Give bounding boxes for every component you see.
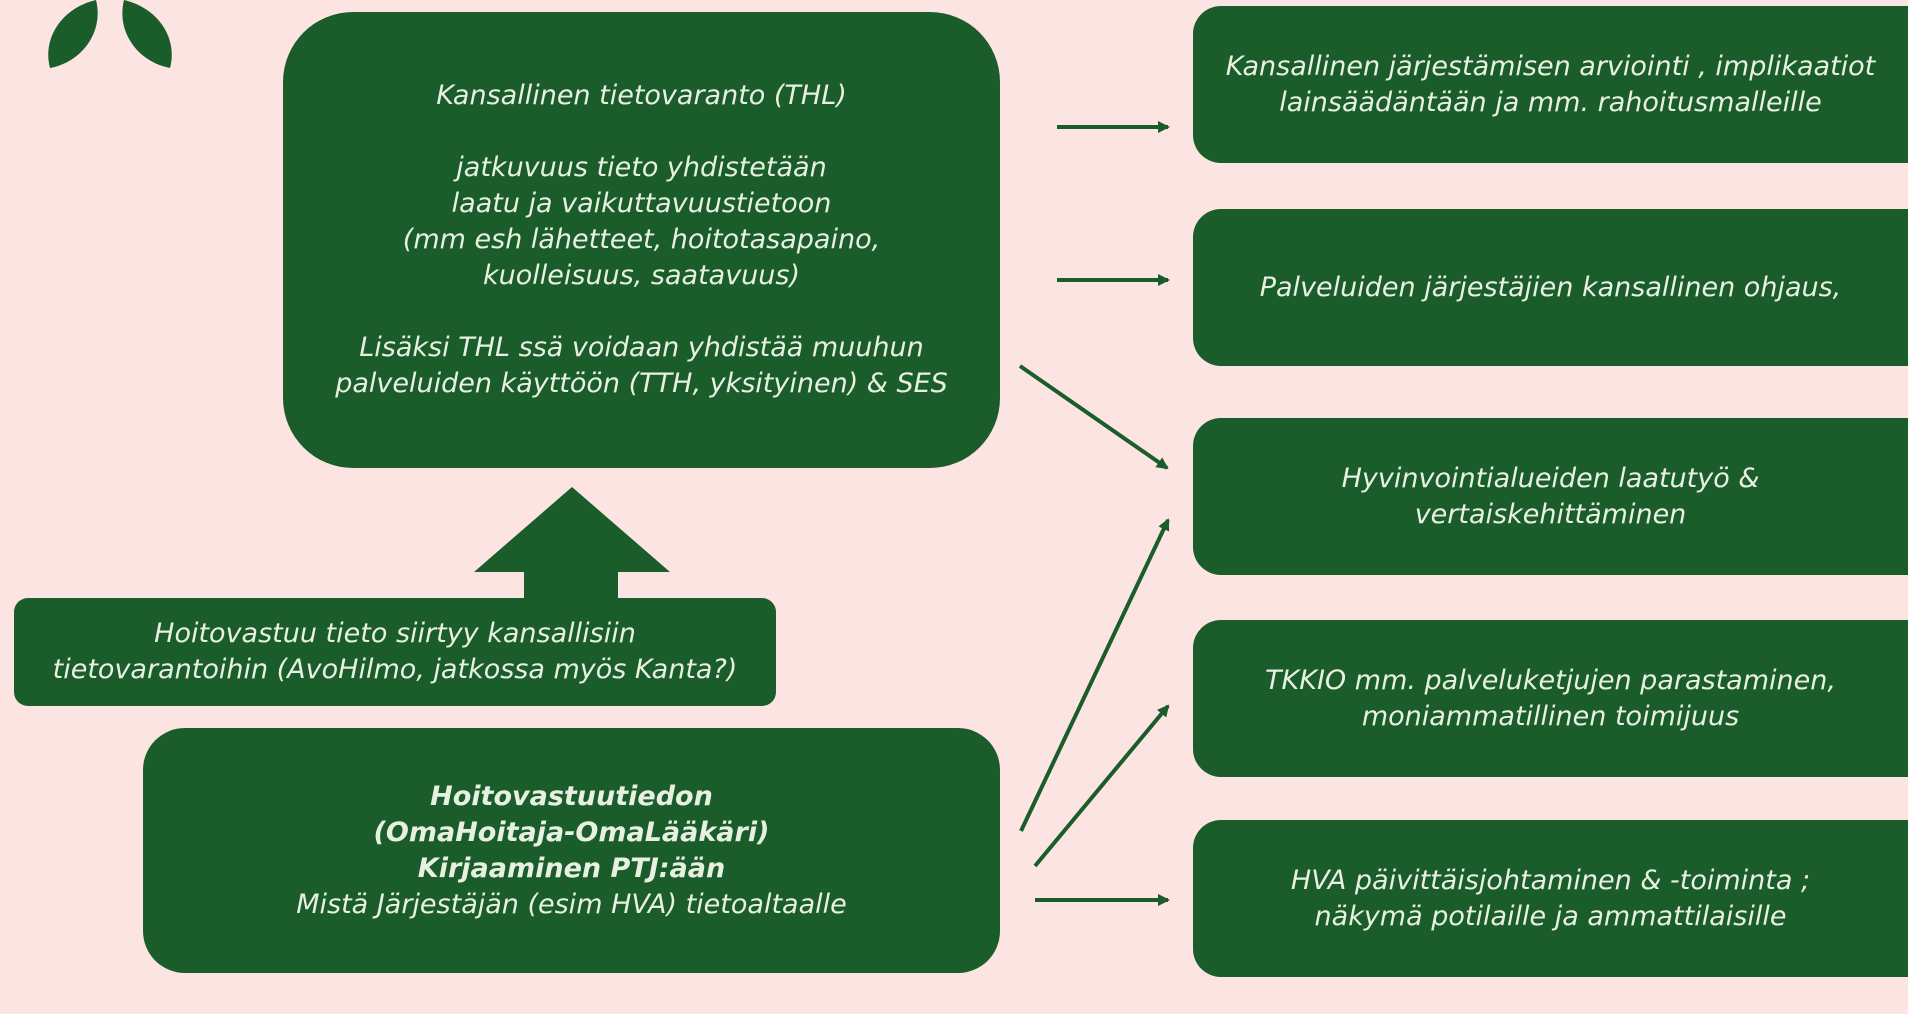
transfer-line: tietovarantoihin (AvoHilmo, jatkossa myö… [52, 654, 738, 685]
outcome-line: näkymä potilaille ja ammattilaisille [1314, 900, 1787, 932]
right-leaf [122, 0, 172, 68]
national-repository-box: Kansallinen tietovaranto (THL) jatkuvuus… [283, 12, 1000, 468]
up-arrow [474, 487, 670, 600]
outcome-box-quality-work: Hyvinvointialueiden laatutyö & vertaiske… [1193, 418, 1908, 575]
outcome-line: moniammatillinen toimijuus [1361, 700, 1740, 732]
national-repository-title: Kansallinen tietovaranto (THL) [436, 80, 847, 111]
leaf-pair-icon [48, 0, 172, 68]
outcome-box-national-steering: Palveluiden järjestäjien kansallinen ohj… [1193, 209, 1908, 366]
arrow-recording-to-quality-work [1019, 518, 1170, 832]
recording-bold-line: Kirjaaminen PTJ:ään [417, 852, 726, 884]
recording-bold-line: Hoitovastuutiedon [430, 780, 713, 812]
outcome-line: Kansallinen järjestämisen arviointi , im… [1225, 50, 1876, 82]
arrow-recording-to-tkkio [1033, 704, 1170, 868]
repo-line: (mm esh lähetteet, hoitotasapaino, [402, 224, 881, 255]
repo-line: Lisäksi THL ssä voidaan yhdistää muuhun [359, 332, 924, 363]
recording-line: Mistä Järjestäjän (esim HVA) tietoaltaal… [296, 888, 847, 920]
outcome-box-tkkio: TKKIO mm. palveluketjujen parastaminen, … [1193, 620, 1908, 777]
outcome-line: Hyvinvointialueiden laatutyö & [1341, 462, 1760, 494]
arrow-to-quality-work [1018, 364, 1169, 470]
transfer-box: Hoitovastuu tieto siirtyy kansallisiin t… [14, 598, 776, 706]
outcome-line: Palveluiden järjestäjien kansallinen ohj… [1259, 271, 1842, 303]
transfer-line: Hoitovastuu tieto siirtyy kansallisiin [154, 618, 636, 649]
outcome-box-national-evaluation: Kansallinen järjestämisen arviointi , im… [1193, 6, 1908, 163]
repo-line: kuolleisuus, saatavuus) [483, 260, 800, 291]
recording-bold-line: (OmaHoitaja-OmaLääkäri) [373, 816, 770, 848]
repo-line: palveluiden käyttöön (TTH, yksityinen) &… [335, 368, 948, 399]
repo-line: jatkuvuus tieto yhdistetään [456, 152, 827, 183]
repo-line: laatu ja vaikuttavuustietoon [451, 188, 832, 219]
left-leaf [48, 0, 98, 68]
outcome-line: lainsäädäntään ja mm. rahoitusmalleille [1279, 86, 1822, 118]
outcome-line: TKKIO mm. palveluketjujen parastaminen, [1265, 664, 1836, 696]
outcome-box-daily-management: HVA päivittäisjohtaminen & -toiminta ; n… [1193, 820, 1908, 977]
outcome-line: HVA päivittäisjohtaminen & -toiminta ; [1290, 864, 1811, 896]
outcome-line: vertaiskehittäminen [1414, 498, 1687, 530]
recording-box: Hoitovastuutiedon (OmaHoitaja-OmaLääkäri… [143, 728, 1000, 973]
